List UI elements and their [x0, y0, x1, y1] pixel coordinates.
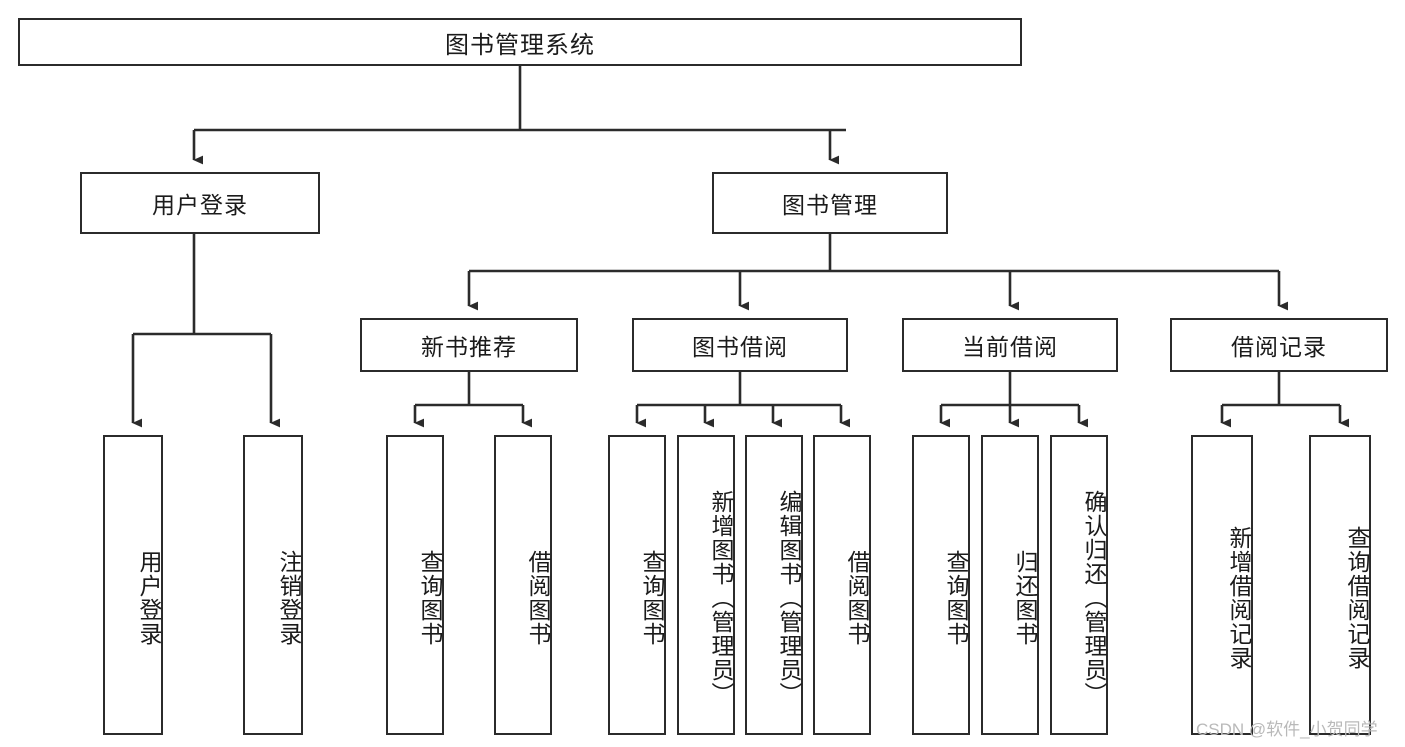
leaf-label: 查询图书: [639, 550, 665, 646]
leaf-user-login-login[interactable]: 用户登录: [103, 435, 163, 735]
leaf-current-borrow-query-book[interactable]: 查询图书: [912, 435, 970, 735]
leaf-label: 新增借阅记录: [1226, 526, 1252, 670]
leaf-label: 归还图书: [1012, 550, 1038, 646]
leaf-book-borrow-borrow-book[interactable]: 借阅图书: [813, 435, 871, 735]
leaf-label: 借阅图书: [525, 550, 551, 646]
leaf-new-book-borrow-book[interactable]: 借阅图书: [494, 435, 552, 735]
leaf-user-login-logout[interactable]: 注销登录: [243, 435, 303, 735]
leaf-label: 借阅图书: [844, 550, 870, 646]
leaf-current-borrow-return-book[interactable]: 归还图书: [981, 435, 1039, 735]
leaf-borrow-record-add-record[interactable]: 新增借阅记录: [1191, 435, 1253, 735]
leaf-label: 查询借阅记录: [1344, 526, 1370, 670]
node-book-management[interactable]: 图书管理: [712, 172, 948, 234]
leaf-book-borrow-add-book-admin[interactable]: 新增图书（管理员）: [677, 435, 735, 735]
node-book-borrow[interactable]: 图书借阅: [632, 318, 848, 372]
leaf-label: 新增图书（管理员）: [708, 490, 734, 706]
node-new-book-recommend[interactable]: 新书推荐: [360, 318, 578, 372]
leaf-current-borrow-confirm-return-admin[interactable]: 确认归还（管理员）: [1050, 435, 1108, 735]
leaf-label: 查询图书: [417, 550, 443, 646]
node-current-borrow[interactable]: 当前借阅: [902, 318, 1118, 372]
leaf-label: 查询图书: [943, 550, 969, 646]
node-borrow-record[interactable]: 借阅记录: [1170, 318, 1388, 372]
leaf-label: 确认归还（管理员）: [1081, 490, 1107, 706]
leaf-label: 用户登录: [136, 550, 162, 646]
leaf-book-borrow-edit-book-admin[interactable]: 编辑图书（管理员）: [745, 435, 803, 735]
node-user-login[interactable]: 用户登录: [80, 172, 320, 234]
leaf-new-book-query-book[interactable]: 查询图书: [386, 435, 444, 735]
leaf-label: 编辑图书（管理员）: [776, 490, 802, 706]
leaf-book-borrow-query-book[interactable]: 查询图书: [608, 435, 666, 735]
leaf-label: 注销登录: [276, 550, 302, 646]
csdn-watermark: CSDN @软件_小贺同学: [1196, 720, 1378, 739]
node-book-management-system[interactable]: 图书管理系统: [18, 18, 1022, 66]
leaf-borrow-record-query-record[interactable]: 查询借阅记录: [1309, 435, 1371, 735]
